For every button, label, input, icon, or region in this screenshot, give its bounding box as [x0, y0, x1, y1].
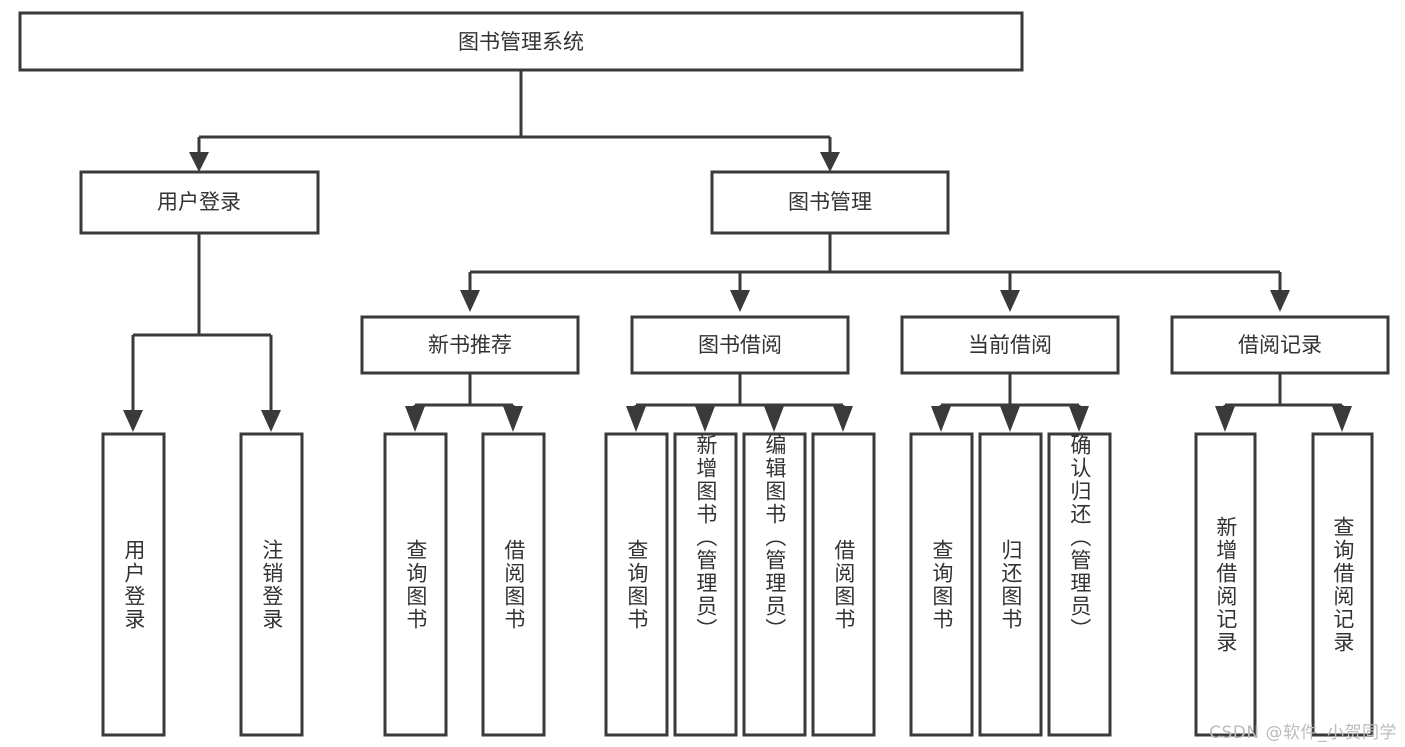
arrow-new-book-leaf-0	[405, 406, 425, 432]
leaf-box-new-book-0[interactable]	[383, 432, 448, 737]
leaf-box-book-borrow-0[interactable]	[604, 432, 669, 737]
node-root-box[interactable]	[18, 11, 1024, 72]
leaf-box-book-borrow-2[interactable]	[742, 432, 807, 737]
node-borrow-record-box[interactable]	[1170, 315, 1390, 375]
arrow-current-borrow-leaf-0	[931, 406, 951, 432]
node-current-borrow-box[interactable]	[900, 315, 1120, 375]
arrow-new-book-leaf-1	[503, 406, 523, 432]
arrow-to-user-login	[189, 152, 209, 172]
leaf-box-new-book-1[interactable]	[481, 432, 546, 737]
leaf-box-user-login-0[interactable]	[101, 432, 166, 737]
connector-layer	[123, 70, 1352, 432]
arrow-to-book-manage	[820, 152, 840, 172]
arrow-current-borrow-leaf-2	[1069, 406, 1089, 432]
node-new-book-box[interactable]	[360, 315, 580, 375]
arrow-book-borrow-leaf-1	[695, 406, 715, 432]
leaf-box-current-borrow-0[interactable]	[909, 432, 974, 737]
node-book-manage-label: 图书管理	[788, 190, 872, 214]
arrow-to-new-book	[460, 290, 480, 312]
node-root-label: 图书管理系统	[458, 30, 584, 54]
node-user-login-label: 用户登录	[157, 190, 241, 214]
arrow-book-borrow-leaf-2	[764, 406, 784, 432]
leaf-box-user-login-1[interactable]	[239, 432, 304, 737]
arrow-book-borrow-leaf-0	[626, 406, 646, 432]
arrow-to-book-borrow	[730, 290, 750, 312]
leaf-box-borrow-record-1[interactable]	[1311, 432, 1374, 737]
leaf-box-current-borrow-1[interactable]	[978, 432, 1043, 737]
node-borrow-record-label: 借阅记录	[1238, 333, 1322, 357]
arrow-current-borrow-leaf-1	[1000, 406, 1020, 432]
arrow-to-current-borrow	[1000, 290, 1020, 312]
leaf-box-book-borrow-3[interactable]	[811, 432, 876, 737]
arrow-to-borrow-record	[1270, 290, 1290, 312]
node-book-manage-box[interactable]	[710, 170, 950, 235]
node-new-book-label: 新书推荐	[428, 333, 512, 357]
node-current-borrow-label: 当前借阅	[968, 333, 1052, 357]
arrow-borrow-record-leaf-0	[1215, 406, 1235, 432]
leaf-box-current-borrow-2[interactable]	[1047, 432, 1112, 737]
leaf-layer	[101, 432, 1374, 737]
arrow-borrow-record-leaf-1	[1332, 406, 1352, 432]
arrow-user-login-leaf-0	[123, 410, 143, 432]
arrow-user-login-leaf-1	[261, 410, 281, 432]
node-user-login-box[interactable]	[79, 170, 320, 235]
arrow-book-borrow-leaf-3	[833, 406, 853, 432]
node-book-borrow-box[interactable]	[630, 315, 850, 375]
node-book-borrow-label: 图书借阅	[698, 333, 782, 357]
leaf-box-book-borrow-1[interactable]	[673, 432, 738, 737]
csdn-watermark: CSDN @软件_小贺同学	[1209, 723, 1397, 743]
leaf-box-borrow-record-0[interactable]	[1194, 432, 1257, 737]
node-layer: 图书管理系统 用户登录 图书管理 新书推荐 图书借阅 当前借阅 借阅记录	[18, 11, 1390, 375]
